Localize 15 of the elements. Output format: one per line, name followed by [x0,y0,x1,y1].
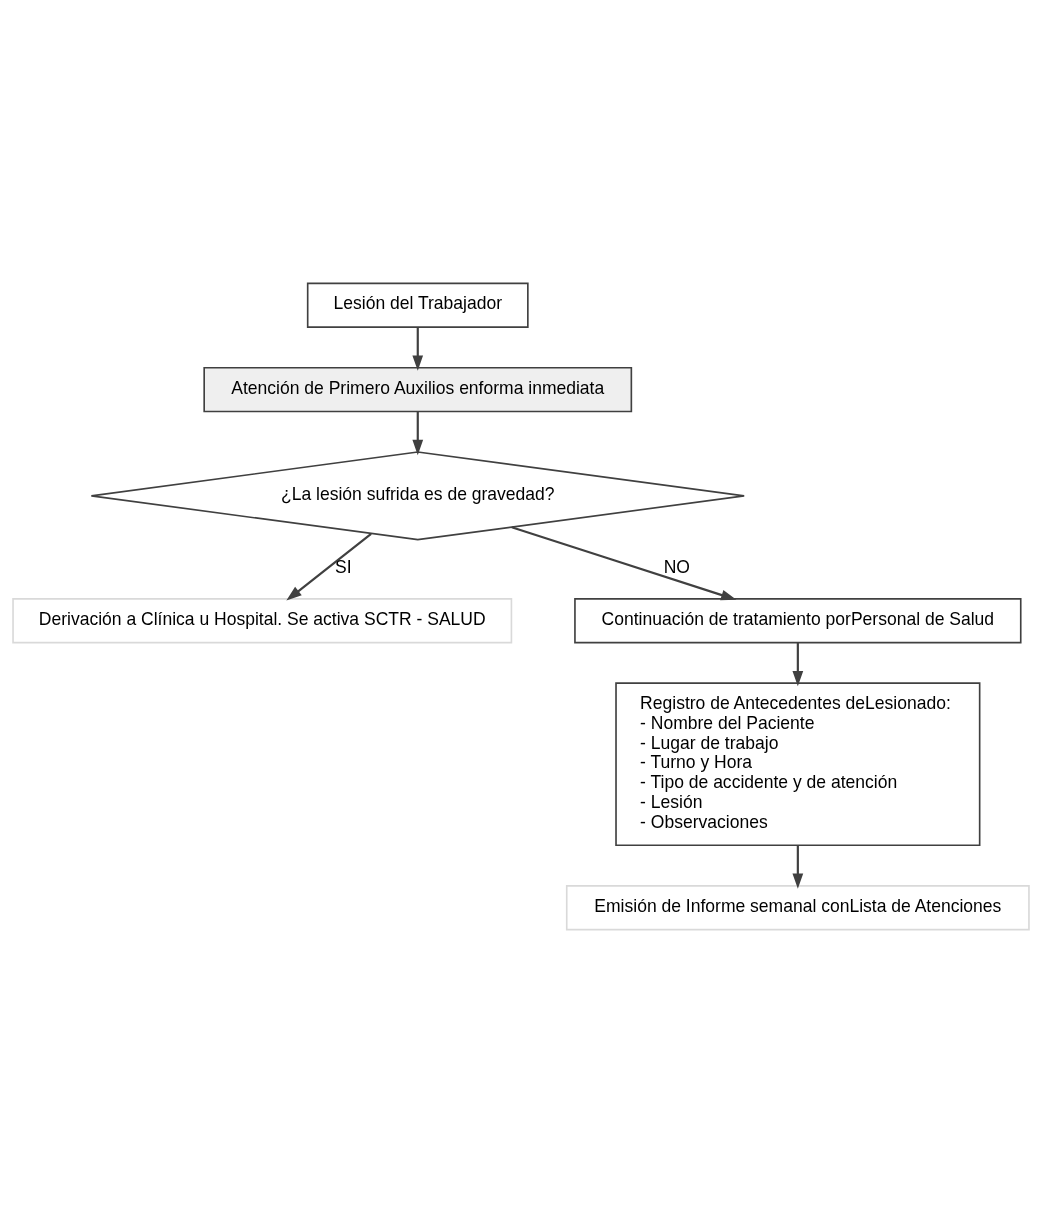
edge-label: SI [335,557,352,578]
arrow [792,845,804,889]
node-box: Lesión del Trabajador [306,282,529,328]
arrow [511,526,737,601]
node-box: Emisión de Informe semanal conLista de Atenciones [565,885,1030,931]
edge-label: NO [663,557,690,578]
arrow [792,642,804,687]
node-box: Continuación de tratamiento porPersonal de Salud [574,598,1022,644]
arrow [286,532,372,601]
node-box: Registro de Antecedentes deLesionado: - Nombre del Paciente - Lugar de trabajo - Turno y Hora - Tipo de accidente y de atención - Lesión - Observaciones [615,682,981,847]
node-box: Derivación a Clínica u Hospital. Se activa SCTR - SALUD [12,598,513,644]
node-box: Atención de Primero Auxilios enforma inmediata [203,366,633,413]
arrow [412,327,424,371]
node-diamond: ¿La lesión sufrida es de gravedad? [90,451,745,541]
arrow [412,411,424,456]
